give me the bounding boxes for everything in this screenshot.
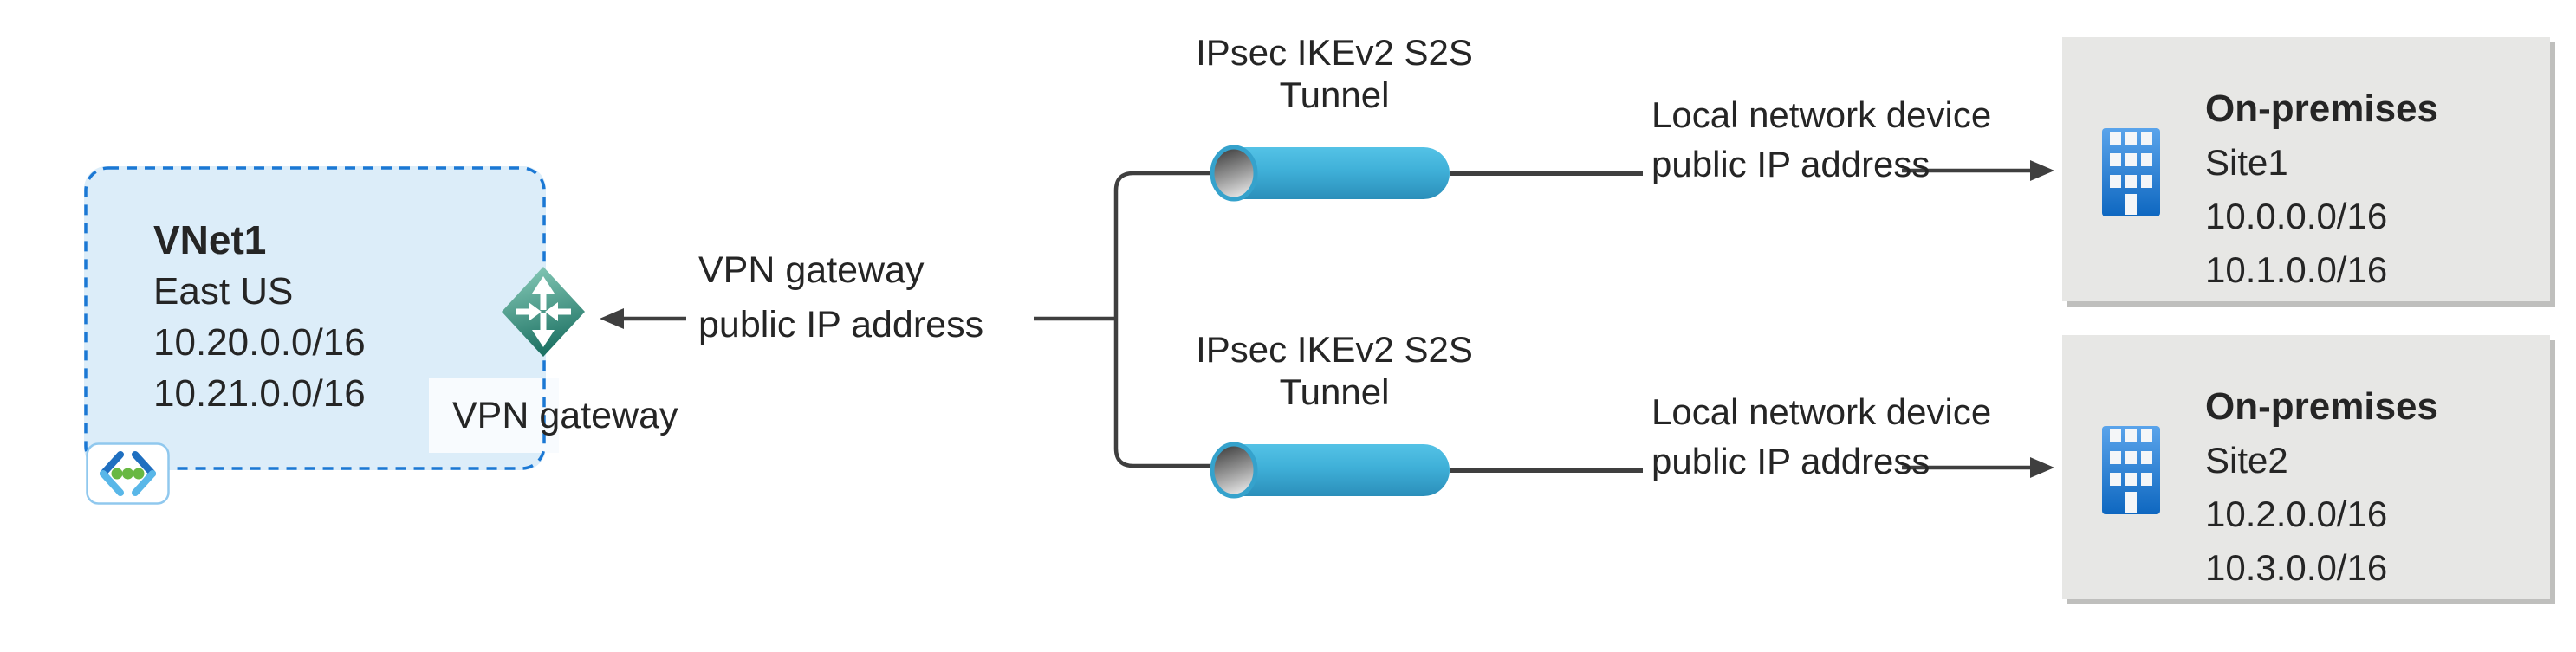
- vnet-info: VNet1 East US 10.20.0.0/16 10.21.0.0/16: [153, 215, 366, 419]
- vnet-region: East US: [153, 270, 294, 313]
- arrow-right-icon: [1902, 160, 2054, 181]
- gateway-public-ip-label: VPN gateway public IP address: [698, 249, 984, 345]
- arrow-left-icon: [600, 308, 686, 329]
- site-prefix: 10.2.0.0/16: [2205, 494, 2388, 534]
- site-info: On-premises Site2 10.2.0.0/16 10.3.0.0/1…: [2205, 380, 2438, 595]
- tunnel-pipe-icon: [1210, 145, 1450, 202]
- site-title: On-premises: [2205, 87, 2438, 130]
- tunnel-label: IPsec IKEv2 S2S Tunnel: [1196, 329, 1473, 412]
- vnet-name: VNet1: [153, 217, 267, 262]
- site-prefix: 10.3.0.0/16: [2205, 547, 2388, 588]
- site-name: Site2: [2205, 440, 2288, 481]
- tunnel-label: IPsec IKEv2 S2S Tunnel: [1196, 32, 1473, 115]
- on-premises-site-box: On-premises Site2 10.2.0.0/16 10.3.0.0/1…: [2062, 335, 2550, 599]
- building-icon: [2102, 426, 2160, 514]
- vpn-gateway-label: VPN gateway: [452, 395, 678, 436]
- site-prefix: 10.0.0.0/16: [2205, 196, 2388, 236]
- connector-branch-line: [1034, 171, 1215, 468]
- vpn-gateway-label-background: [429, 378, 559, 453]
- site-name: Site1: [2205, 142, 2288, 183]
- connector-line: [1450, 468, 1643, 473]
- tunnel-pipe-icon: [1210, 442, 1450, 499]
- local-device-label: Local network device public IP address: [1651, 391, 1992, 481]
- vnet-prefix: 10.21.0.0/16: [153, 372, 366, 415]
- vnet-dashed-border: [84, 166, 546, 470]
- site-prefix: 10.1.0.0/16: [2205, 249, 2388, 290]
- site-info: On-premises Site1 10.0.0.0/16 10.1.0.0/1…: [2205, 82, 2438, 297]
- local-device-label: Local network device public IP address: [1651, 94, 1992, 184]
- virtual-network-icon: [86, 442, 170, 505]
- vpn-gateway-icon: [502, 267, 585, 357]
- on-premises-site-box: On-premises Site1 10.0.0.0/16 10.1.0.0/1…: [2062, 37, 2550, 301]
- site-title: On-premises: [2205, 385, 2438, 428]
- building-icon: [2102, 128, 2160, 216]
- connector-line: [1450, 171, 1643, 176]
- vnet-prefix: 10.20.0.0/16: [153, 321, 366, 364]
- arrow-right-icon: [1902, 457, 2054, 478]
